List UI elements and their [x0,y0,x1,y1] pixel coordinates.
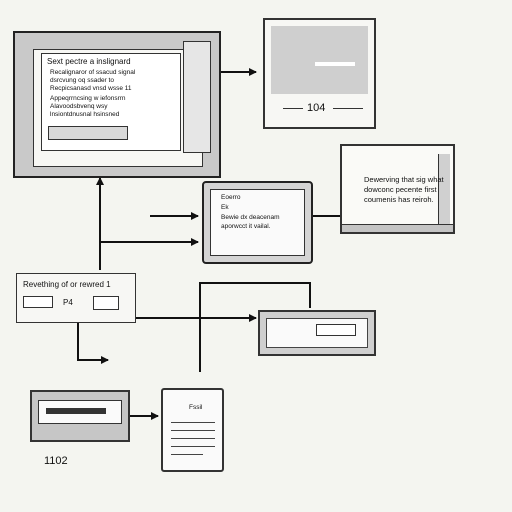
left-box-text: Revething of or rewred 1 [23,280,111,289]
folder-bottom-band [342,224,453,232]
connector-elbow-to-window [199,282,311,372]
sheet-line: Appeqrrncsing w iefonsrrn [50,95,126,102]
screen-line: Bewie dx deacenam [221,214,280,221]
arrow-from-left-box-down [77,322,109,364]
sheet-line: Alavoodsbvenq wsy [50,103,108,110]
folder-line: Dewerving that sig what [364,175,444,184]
top-right-number: 104 [307,102,326,114]
window-field [316,324,356,336]
sheet-line: lnsiontdnusnal hsinsned [50,111,120,118]
sheet-line: dsrcvung oq ssader to [50,77,114,84]
folder-line: dowconc pecente first [364,185,437,194]
sheet-title: Sext pectre a inslignard [47,57,131,66]
document-rule [171,446,215,447]
top-right-shaded [271,26,368,94]
top-right-panel: 104 [263,18,376,129]
top-right-bar [315,62,355,66]
left-middle-box: Revething of or rewred 1 P4 [16,273,136,323]
top-left-panel: Sext pectre a inslignard Recalignaror of… [13,31,221,178]
screen-header: Eoerro [221,194,241,201]
folder-line: coumenis has reiroh. [364,195,434,204]
document-tag: Fssil [189,404,203,411]
left-box-mark: P4 [63,298,73,307]
document-rule [171,422,215,423]
left-box-button [93,296,119,310]
sheet-line: Recalignaror of ssacud signal [50,69,136,76]
sheet-line: Recpicsanasd vnsd wsse 11 [50,85,132,92]
sheet-strip [48,126,128,140]
document-rule [171,438,215,439]
left-box-field [23,296,53,308]
top-right-rule-right [333,108,363,109]
bottom-document: Fssil [161,388,224,472]
folder-right: Dewerving that sig what dowconc pecente … [340,144,455,234]
middle-screen-inner: Eoerro Ek Bewie dx deacenam aporwcct it … [210,189,305,256]
document-rule [171,430,215,431]
top-left-tab [183,41,211,153]
top-left-sheet: Sext pectre a inslignard Recalignaror of… [41,53,181,151]
screen-sub: Ek [221,204,229,211]
bottom-right-window [258,310,376,356]
middle-screen: Eoerro Ek Bewie dx deacenam aporwcct it … [202,181,313,264]
top-right-rule-left [283,108,303,109]
bottom-left-window [30,390,130,442]
bottom-left-label: 1102 [44,455,68,467]
document-rule [171,454,203,455]
folder-back [438,154,450,226]
bottom-left-bar [46,408,106,414]
screen-line: aporwcct it vailal. [221,223,271,230]
